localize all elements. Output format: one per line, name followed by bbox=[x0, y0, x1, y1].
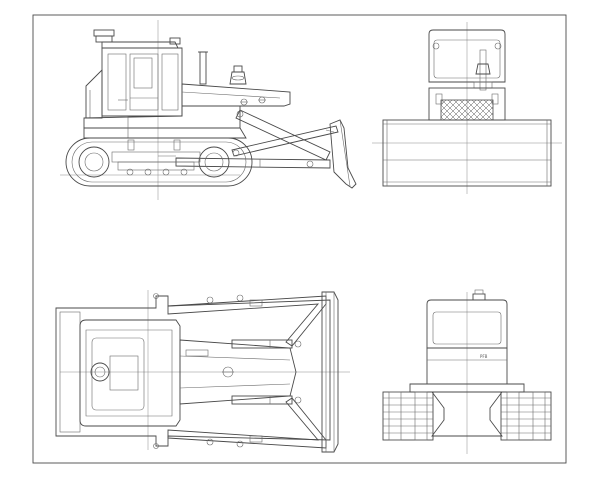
rear-view: PFB bbox=[382, 289, 552, 454]
front-view bbox=[372, 22, 562, 194]
drawing-frame bbox=[32, 14, 567, 464]
plan-view bbox=[55, 290, 350, 453]
left-track-shoes bbox=[383, 391, 433, 441]
right-track-shoes bbox=[501, 391, 551, 441]
side-view bbox=[60, 20, 357, 200]
rear-plate-label: PFB bbox=[480, 354, 488, 359]
